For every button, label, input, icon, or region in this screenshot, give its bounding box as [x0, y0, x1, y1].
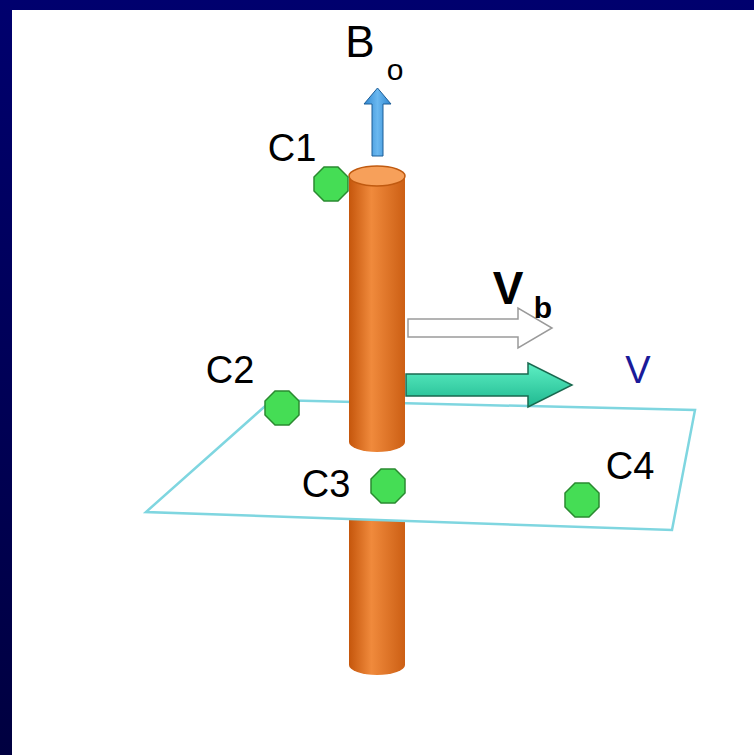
- spacecraft-c1: [314, 167, 348, 201]
- velocity-symbol: V: [493, 265, 524, 311]
- velocity-subscript: b: [534, 293, 552, 323]
- spacecraft-c3: [371, 469, 405, 503]
- velocity-arrow: [406, 363, 572, 407]
- field-subscript: o: [387, 55, 404, 85]
- spacecraft-c2: [265, 391, 299, 425]
- field-arrow: [364, 88, 391, 156]
- panel: [12, 10, 754, 755]
- spacecraft-label: C4: [606, 447, 655, 485]
- spacecraft-label: C3: [302, 465, 351, 503]
- spacecraft-c4: [565, 483, 599, 517]
- spacecraft-label: C2: [206, 351, 255, 389]
- velocity-symbol: V: [625, 351, 650, 389]
- plane: [146, 400, 695, 530]
- flux-tube-lower: [349, 495, 405, 675]
- field-symbol: B: [345, 20, 374, 64]
- boundary-velocity-arrow: [408, 308, 552, 348]
- flux-tube-upper: [349, 166, 405, 452]
- spacecraft-label: C1: [268, 129, 317, 167]
